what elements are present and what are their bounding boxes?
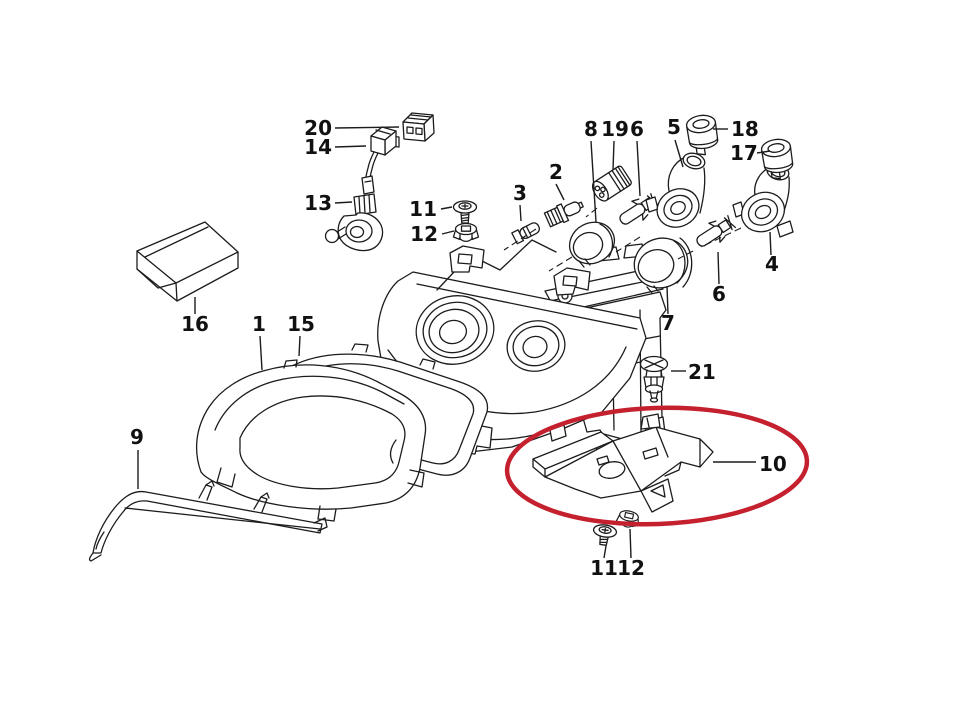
leader-line <box>717 251 720 285</box>
leader-line <box>334 201 353 204</box>
part-16-box <box>136 221 239 302</box>
part-label-2: 2 <box>549 160 563 184</box>
housing-projector-left <box>415 295 495 365</box>
part-21-rivet <box>639 355 669 403</box>
part-label-11-top: 11 <box>409 197 437 221</box>
leader-line <box>519 204 522 222</box>
part-label-16: 16 <box>181 312 209 336</box>
part-label-12-bottom: 12 <box>617 556 645 580</box>
part-10-bracket <box>532 413 714 513</box>
part-label-18: 18 <box>731 117 759 141</box>
part-label-9: 9 <box>130 425 144 449</box>
part-label-6-bottom: 6 <box>712 282 726 306</box>
part-label-17: 17 <box>730 141 758 165</box>
part-label-8: 8 <box>584 117 598 141</box>
part-3-bulb <box>511 222 541 245</box>
part-label-20: 20 <box>304 116 332 140</box>
part-12-clip-top <box>452 222 480 243</box>
housing-mount-tabs <box>449 245 591 296</box>
leader-line <box>636 140 641 197</box>
part-13-adjuster-motor <box>324 193 384 252</box>
leader-line <box>259 335 263 371</box>
part-label-4: 4 <box>765 252 779 276</box>
part-label-19: 19 <box>601 117 629 141</box>
part-20-connector <box>388 112 435 148</box>
leader-line <box>334 126 400 129</box>
part-17-cap <box>760 138 794 180</box>
part-label-21: 21 <box>688 360 716 384</box>
part-label-7: 7 <box>661 311 675 335</box>
part-1-lens <box>195 359 427 522</box>
leader-line <box>769 231 772 256</box>
leader-line <box>629 528 632 559</box>
leader-line <box>666 285 669 315</box>
leader-line <box>603 545 607 559</box>
part-7-boot <box>633 237 693 294</box>
leader-line <box>555 183 565 201</box>
part-label-5: 5 <box>667 115 681 139</box>
leader-lines <box>137 126 772 559</box>
leader-line <box>440 206 453 210</box>
part-14-relay <box>361 126 397 195</box>
part-6-bulb-bottom <box>696 215 737 247</box>
leader-line <box>441 230 455 235</box>
part-18-cap <box>685 114 719 156</box>
part-11-screw-top <box>452 200 478 224</box>
highlight-ellipse <box>504 405 810 527</box>
part-label-3: 3 <box>513 181 527 205</box>
part-label-14: 14 <box>304 135 332 159</box>
part-label-15: 15 <box>287 312 315 336</box>
part-5-socket <box>645 152 706 228</box>
part-19-bulb <box>591 165 632 202</box>
part-4-socket <box>732 163 794 238</box>
leader-line <box>590 140 597 223</box>
housing-projector-right <box>506 320 566 372</box>
part-label-11-bottom: 11 <box>590 556 618 580</box>
leader-line <box>674 139 684 168</box>
part-labels: 20 14 13 11 12 16 1 15 9 3 2 8 19 6 5 18… <box>130 115 787 580</box>
part-label-13: 13 <box>304 191 332 215</box>
part-label-10: 10 <box>759 452 787 476</box>
part-9-trim-strip <box>88 480 328 562</box>
part-label-1: 1 <box>252 312 266 336</box>
leader-line <box>612 140 615 171</box>
part-label-12-top: 12 <box>410 222 438 246</box>
part-11-screw-bottom <box>592 524 618 546</box>
part-8-boot <box>568 221 616 268</box>
leader-line <box>334 145 367 148</box>
leader-line <box>756 150 771 154</box>
part-label-6-top: 6 <box>630 117 644 141</box>
leader-line <box>298 335 301 357</box>
part-2-bulb <box>543 201 584 228</box>
